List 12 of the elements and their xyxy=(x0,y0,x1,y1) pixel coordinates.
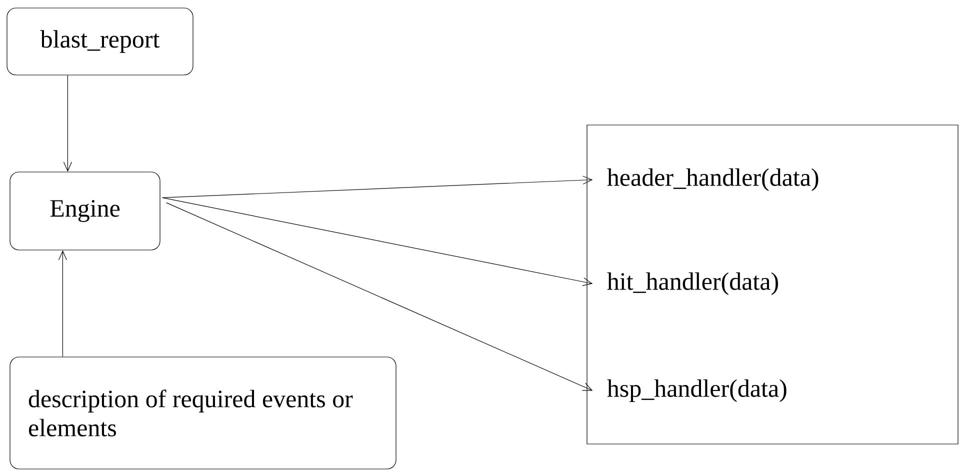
handler-text: hsp_handler(data) xyxy=(607,379,786,402)
arrow xyxy=(63,75,72,172)
arrow xyxy=(166,202,593,391)
arrow xyxy=(162,176,593,198)
process-box: blast_report xyxy=(6,8,194,76)
handler-text: hit_handler(data) xyxy=(607,272,778,296)
process-box: Engine xyxy=(10,172,160,250)
handler-box xyxy=(586,124,958,444)
arrow xyxy=(162,197,593,286)
description-box: description of required events or elements xyxy=(10,356,396,470)
arrow xyxy=(58,250,67,357)
handler-text: header_handler(data) xyxy=(607,168,818,192)
